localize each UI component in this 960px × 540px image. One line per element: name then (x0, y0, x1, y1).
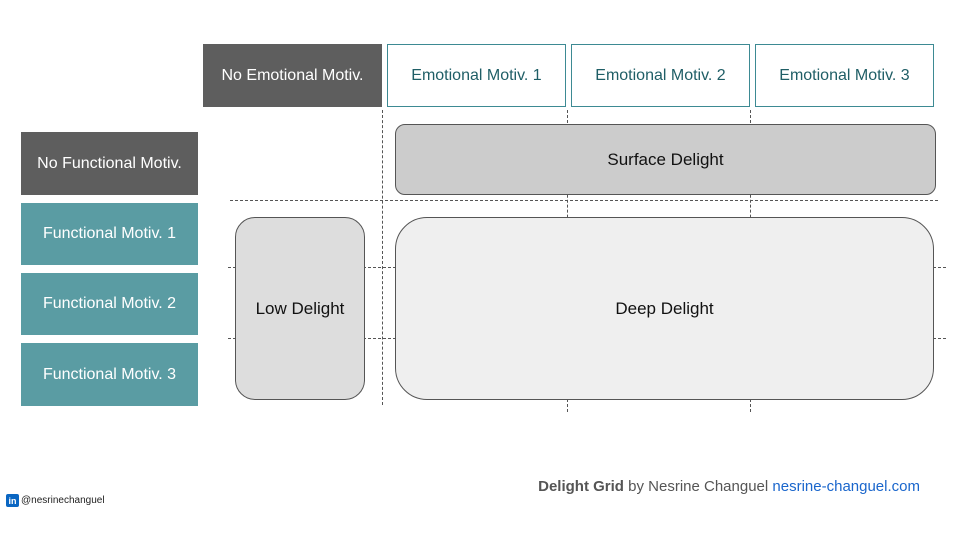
linkedin-handle[interactable]: in @nesrinechanguel (6, 494, 105, 507)
surface-delight-region: Surface Delight (395, 124, 936, 195)
low-delight-region: Low Delight (235, 217, 365, 400)
deep-delight-region: Deep Delight (395, 217, 934, 400)
column-header-emotional-1: Emotional Motiv. 1 (387, 44, 566, 107)
attribution-link[interactable]: nesrine-changuel.com (772, 478, 920, 495)
row-header-functional-3: Functional Motiv. 3 (21, 343, 198, 406)
linkedin-icon: in (6, 494, 19, 507)
row-header-no-functional: No Functional Motiv. (21, 132, 198, 195)
column-header-emotional-2: Emotional Motiv. 2 (571, 44, 750, 107)
grid-line-horizontal-1 (230, 200, 938, 201)
row-header-functional-1: Functional Motiv. 1 (21, 203, 198, 265)
linkedin-handle-text: @nesrinechanguel (21, 495, 105, 506)
attribution-title: Delight Grid (538, 478, 624, 495)
row-header-functional-2: Functional Motiv. 2 (21, 273, 198, 335)
attribution: Delight Grid by Nesrine Changuel nesrine… (538, 478, 920, 495)
attribution-author: by Nesrine Changuel (628, 478, 769, 495)
column-header-emotional-3: Emotional Motiv. 3 (755, 44, 934, 107)
grid-line-vertical-1 (382, 110, 383, 405)
column-header-no-emotional: No Emotional Motiv. (203, 44, 382, 107)
